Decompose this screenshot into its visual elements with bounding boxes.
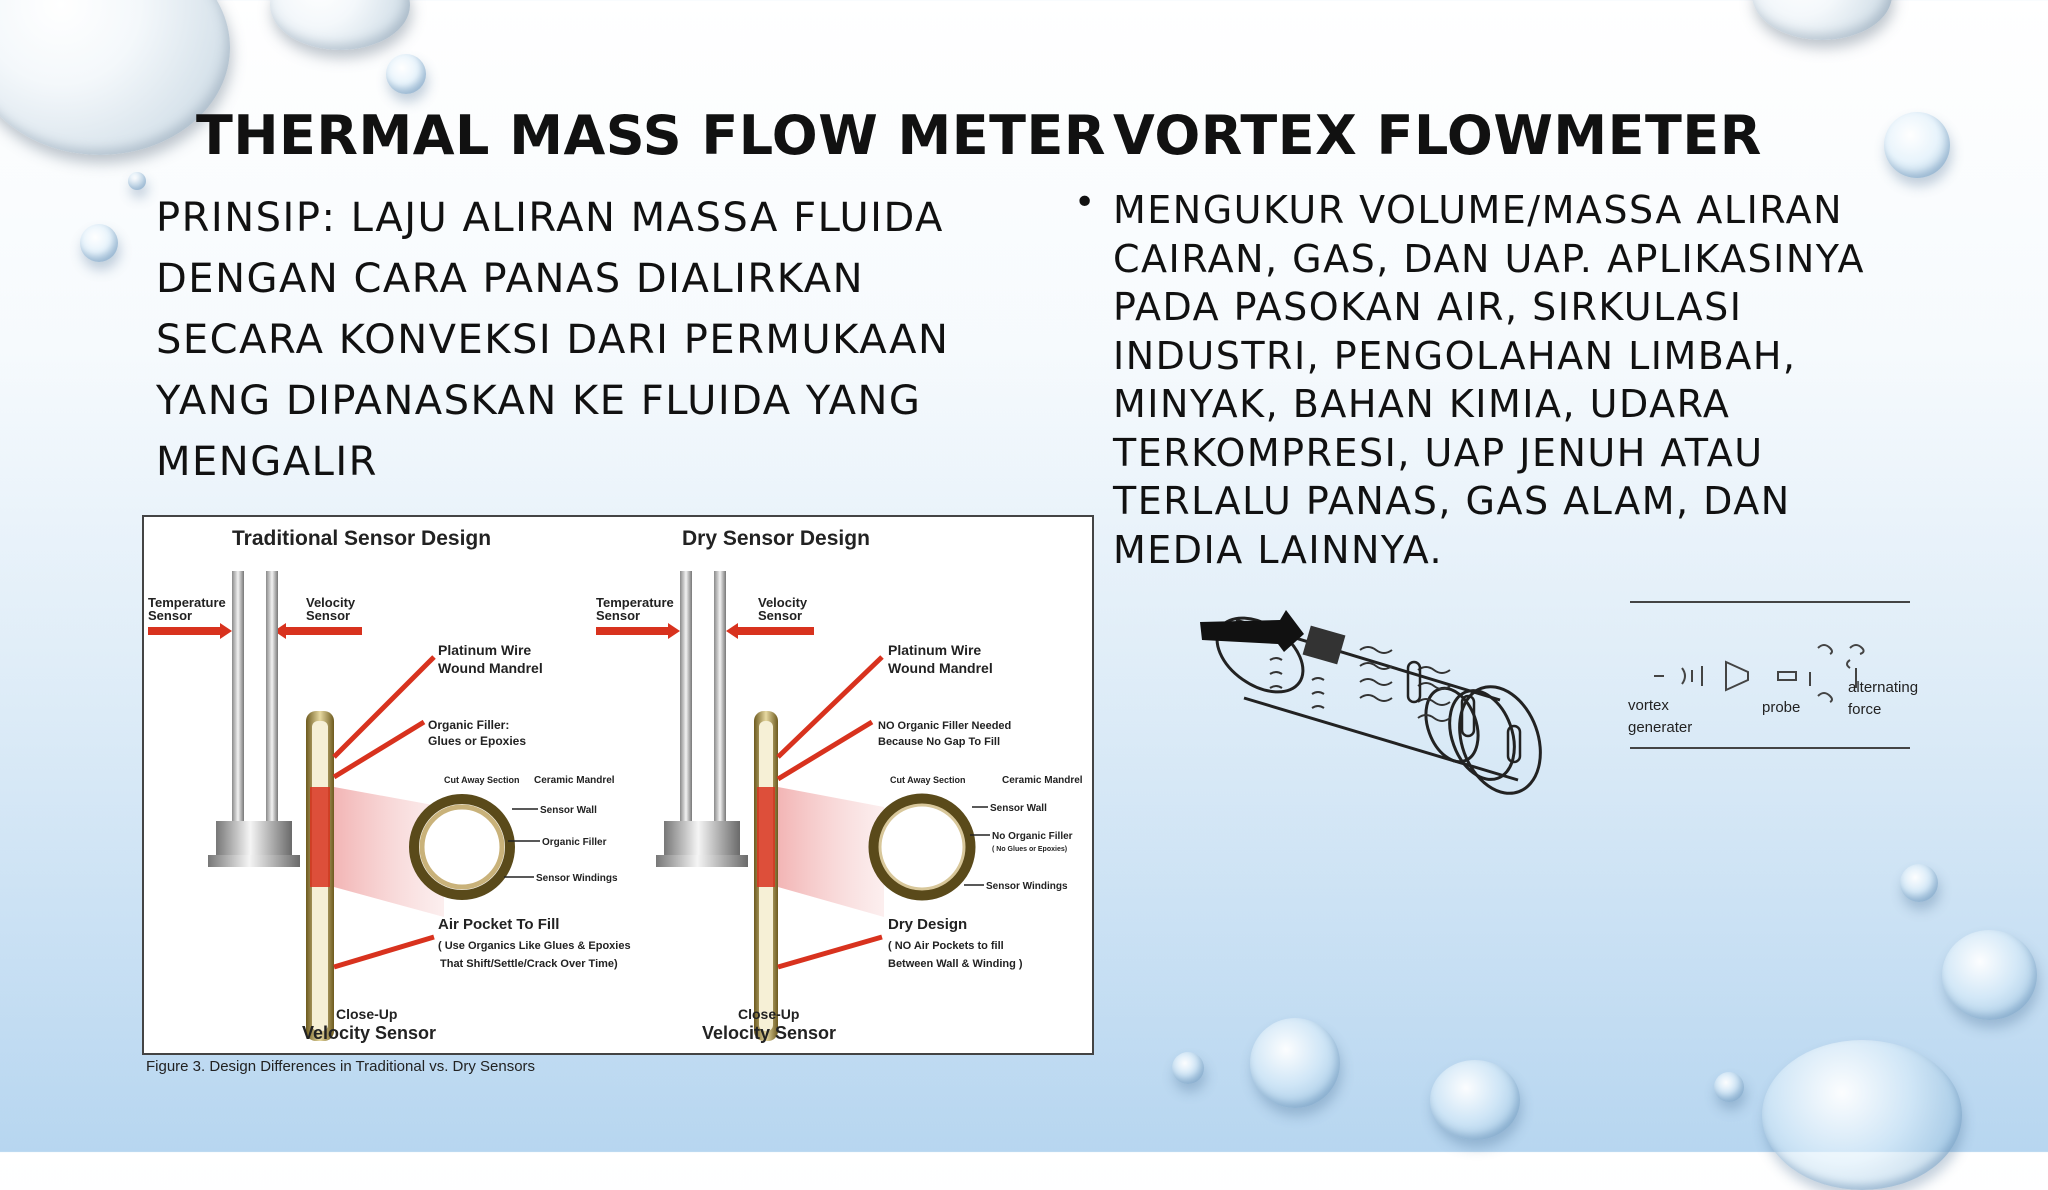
dry-sensor-title: Dry Sensor Design [682, 527, 870, 550]
text-line: TERLALU PANAS, GAS ALAM, DAN [1113, 479, 1791, 523]
close-up-label: Close-Up [336, 1006, 397, 1022]
probe-label: probe [1762, 699, 1800, 716]
arrow-icon [148, 623, 232, 639]
text-line: DENGAN CARA PANAS DIALIRKAN [156, 256, 864, 302]
cut-away-label: Cut Away Section [444, 775, 520, 785]
water-drop-decoration [1884, 112, 1950, 178]
sensor-design-illustration: Traditional Sensor Design Dry Sensor Des… [148, 527, 1083, 1043]
close-up-velocity-label: Velocity Sensor [702, 1023, 836, 1043]
dry-design-label: Dry Design [888, 916, 967, 933]
water-drop-decoration [1900, 864, 1938, 902]
sensor-design-figure: Traditional Sensor Design Dry Sensor Des… [142, 515, 1094, 1055]
text-line: MENGALIR [156, 439, 378, 485]
figure-caption: Figure 3. Design Differences in Traditio… [146, 1058, 536, 1075]
water-drop-decoration [1762, 1040, 1962, 1190]
water-drop-decoration [1430, 1060, 1520, 1140]
traditional-sensor-title: Traditional Sensor Design [232, 527, 491, 550]
water-drop-decoration [1714, 1072, 1744, 1102]
ceramic-mandrel-label: Ceramic Mandrel [534, 775, 615, 786]
close-up-label: Close-Up [738, 1006, 799, 1022]
air-pocket-note: That Shift/Settle/Crack Over Time) [440, 958, 618, 970]
text-line: SECARA KONVEKSI DARI PERMUKAAN [156, 317, 950, 363]
thermal-mass-flow-meter-title: THERMAL MASS FLOW METER [196, 104, 1106, 167]
water-drop-decoration [270, 0, 410, 50]
text-line: CAIRAN, GAS, DAN UAP. APLIKASINYA [1113, 236, 1865, 281]
organic-filler-short-label: Organic Filler [542, 837, 607, 848]
vortex-principle-schematic: vortex generater probe alternating force [1628, 601, 1922, 749]
no-glues-label: ( No Glues or Epoxies) [992, 846, 1067, 853]
text-line: TERKOMPRESI, UAP JENUH ATAU [1113, 430, 1764, 475]
cut-away-label: Cut Away Section [890, 775, 966, 785]
arrow-icon [726, 623, 814, 639]
flow-arrow-icon [1200, 610, 1304, 652]
text-line: MINYAK, BAHAN KIMIA, UDARA [1113, 382, 1731, 426]
water-drop-decoration [1942, 930, 2037, 1020]
ceramic-mandrel-label: Ceramic Mandrel [1002, 775, 1083, 786]
dry-design-note: Between Wall & Winding ) [888, 958, 1023, 970]
vortex-description-text: MENGUKUR VOLUME/MASSA ALIRAN CAIRAN, GAS… [1113, 186, 1865, 574]
text-line: YANG DIPANASKAN KE FLUIDA YANG [156, 378, 922, 424]
water-drop-decoration [1172, 1052, 1204, 1084]
close-up-velocity-label: Velocity Sensor [302, 1023, 436, 1043]
vortex-flowmeter-title: VORTEX FLOWMETER [1113, 104, 1762, 167]
water-drop-decoration [128, 172, 146, 190]
text-line: INDUSTRI, PENGOLAHAN LIMBAH, [1113, 333, 1797, 378]
air-pocket-label: Air Pocket To Fill [438, 916, 559, 933]
thermal-principle-text: PRINSIP: LAJU ALIRAN MASSA FLUIDA DENGAN… [156, 188, 949, 493]
sensor-wall-label: Sensor Wall [990, 803, 1047, 814]
text-line: PRINSIP: LAJU ALIRAN MASSA FLUIDA [156, 195, 944, 241]
air-pocket-note: ( Use Organics Like Glues & Epoxies [438, 940, 631, 952]
vortex-bullet: • [1074, 182, 1096, 223]
water-drop-decoration [80, 224, 118, 262]
vortex-pipe-illustration [1200, 610, 1542, 795]
water-drop-decoration [1752, 0, 1892, 40]
text-line: MENGUKUR VOLUME/MASSA ALIRAN [1113, 188, 1844, 232]
sensor-windings-label: Sensor Windings [536, 873, 618, 884]
text-line: MEDIA LAINNYA. [1113, 527, 1444, 572]
arrow-icon [596, 623, 680, 639]
arrow-icon [274, 623, 362, 639]
alternating-force-label: alternating force [1848, 679, 1922, 718]
text-line: PADA PASOKAN AIR, SIRKULASI [1113, 285, 1743, 329]
dry-design-note: ( NO Air Pockets to fill [888, 940, 1004, 952]
water-drop-decoration [1250, 1018, 1340, 1108]
water-drop-decoration [386, 54, 426, 94]
no-organic-filler-short-label: No Organic Filler [992, 831, 1073, 842]
vortex-generator-label: vortex generater [1628, 697, 1692, 736]
sensor-wall-label: Sensor Wall [540, 805, 597, 816]
sensor-windings-label: Sensor Windings [986, 881, 1068, 892]
organic-filler-label: Organic Filler:Glues or Epoxies [428, 718, 526, 748]
